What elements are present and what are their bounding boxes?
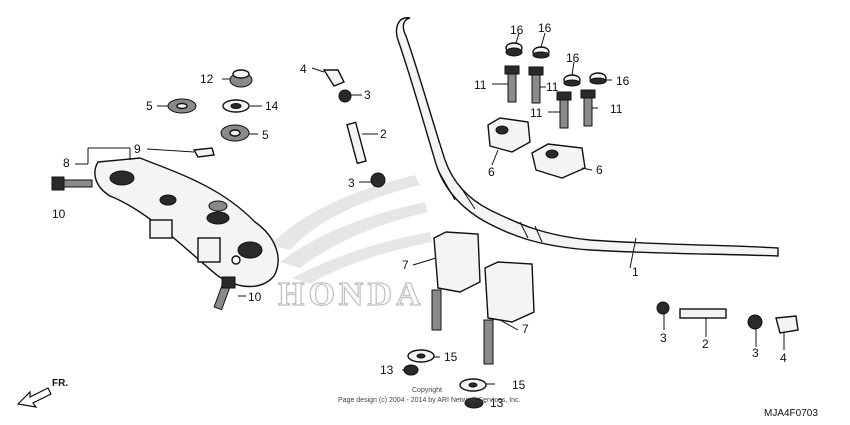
callouts: 1 2 2 3 3 3 3 4 4 5 5 6 6 7 7 8 9 10 10 … — [52, 21, 787, 410]
washer-14[interactable] — [222, 99, 250, 113]
washer-5-b[interactable] — [220, 124, 250, 142]
callout-16-c[interactable]: 16 — [566, 51, 580, 65]
bolt-10-b[interactable] — [213, 276, 236, 311]
callout-5-b[interactable]: 5 — [262, 128, 269, 142]
callout-10-a[interactable]: 10 — [52, 207, 66, 221]
washer-15-a[interactable] — [407, 349, 435, 363]
front-arrow: FR. — [16, 378, 68, 408]
callout-7-b[interactable]: 7 — [522, 322, 529, 336]
bolt-10-a[interactable] — [51, 176, 93, 191]
callout-1[interactable]: 1 — [632, 265, 639, 279]
callout-10-b[interactable]: 10 — [248, 290, 262, 304]
callout-12[interactable]: 12 — [200, 72, 214, 86]
callout-11-c[interactable]: 11 — [530, 106, 543, 120]
diagram-code: MJA4F0703 — [764, 408, 818, 419]
callout-7-a[interactable]: 7 — [402, 258, 409, 272]
callout-15-b[interactable]: 15 — [512, 378, 526, 392]
callout-14[interactable]: 14 — [265, 99, 279, 113]
weight-rod-2-b[interactable] — [679, 308, 727, 319]
nut-13-a[interactable] — [403, 364, 419, 376]
cap-16-c[interactable] — [563, 74, 581, 87]
clip-9[interactable] — [192, 147, 215, 158]
cap-16-b[interactable] — [532, 46, 550, 59]
cap-16-d[interactable] — [589, 72, 607, 85]
handlebar[interactable] — [395, 17, 779, 257]
callout-4-a[interactable]: 4 — [300, 62, 307, 76]
callout-13-a[interactable]: 13 — [380, 363, 394, 377]
callout-5-a[interactable]: 5 — [146, 99, 153, 113]
callout-3-c[interactable]: 3 — [660, 331, 667, 345]
washer-5-a[interactable] — [167, 98, 197, 114]
top-bridge[interactable] — [94, 157, 279, 288]
brand-watermark: HONDA — [270, 175, 432, 314]
weight-end-4-a[interactable] — [322, 69, 345, 87]
callout-11-d[interactable]: 11 — [610, 102, 623, 116]
callout-9[interactable]: 9 — [134, 142, 141, 156]
callout-16-b[interactable]: 16 — [538, 21, 552, 35]
callout-4-b[interactable]: 4 — [780, 351, 787, 365]
weight-nut-3-b[interactable] — [370, 172, 386, 188]
cap-12[interactable] — [229, 69, 253, 88]
callout-3-b[interactable]: 3 — [348, 176, 355, 190]
direction-label: FR. — [52, 378, 68, 389]
callout-6-b[interactable]: 6 — [596, 163, 603, 177]
weight-nut-3-d[interactable] — [747, 314, 763, 330]
callout-6-a[interactable]: 6 — [488, 165, 495, 179]
arrow-icon — [16, 387, 52, 408]
lower-holder-right[interactable] — [483, 261, 535, 365]
weight-end-4-b[interactable] — [775, 315, 799, 334]
lower-holder-left[interactable] — [431, 231, 481, 331]
bolt-11-d[interactable] — [580, 89, 596, 127]
callout-16-a[interactable]: 16 — [510, 23, 524, 37]
watermark-text: HONDA — [278, 276, 425, 313]
nut-13-b[interactable] — [464, 397, 484, 409]
callout-3-a[interactable]: 3 — [364, 88, 371, 102]
upper-holder-right[interactable] — [531, 143, 586, 179]
callout-16-d[interactable]: 16 — [616, 74, 630, 88]
cap-16-a[interactable] — [505, 42, 523, 57]
upper-holder-left[interactable] — [487, 117, 531, 153]
bolt-11-a[interactable] — [504, 65, 520, 103]
bolt-11-c[interactable] — [556, 91, 572, 129]
callout-11-a[interactable]: 11 — [474, 78, 487, 92]
callout-2-a[interactable]: 2 — [380, 127, 387, 141]
weight-nut-3-c[interactable] — [656, 301, 670, 315]
callout-11-b[interactable]: 11 — [546, 80, 559, 94]
weight-nut-3-a[interactable] — [338, 89, 352, 103]
copyright-line-1: Copyright — [412, 387, 442, 394]
copyright-line-2: Page design (c) 2004 - 2014 by ARI Netwo… — [338, 397, 521, 404]
callout-8[interactable]: 8 — [63, 156, 70, 170]
callout-3-d[interactable]: 3 — [752, 346, 759, 360]
callout-2-b[interactable]: 2 — [702, 337, 709, 351]
washer-15-b[interactable] — [459, 378, 487, 392]
leader-lines — [75, 32, 785, 403]
bolt-11-b[interactable] — [528, 66, 544, 104]
weight-rod-2-a[interactable] — [346, 121, 367, 165]
callout-15-a[interactable]: 15 — [444, 350, 458, 364]
callout-13-b[interactable]: 13 — [490, 396, 504, 410]
